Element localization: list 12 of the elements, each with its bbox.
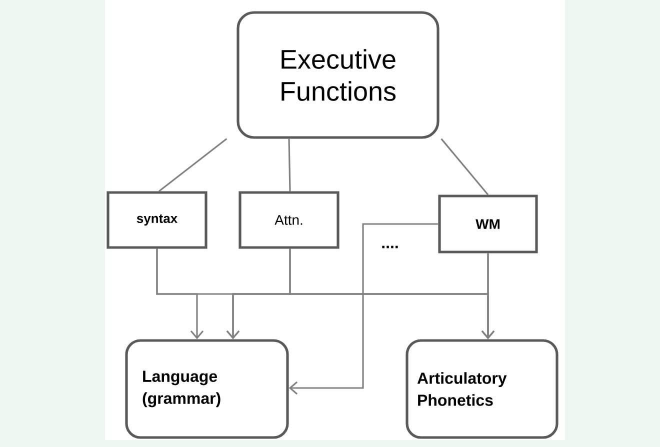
arrow	[481, 253, 495, 340]
ellipsis: ....	[382, 246, 398, 248]
connector-line	[158, 138, 228, 192]
box: syntax	[106, 191, 208, 249]
rounded-box: Language (grammar)	[125, 339, 289, 439]
rounded-box: Articulatory Phonetics	[406, 339, 558, 439]
arrow	[288, 223, 438, 395]
box: Attn.	[238, 191, 340, 249]
box: WM	[438, 194, 538, 254]
rounded-box: Executive Functions	[236, 11, 440, 139]
connector-line	[440, 138, 489, 196]
connector-line	[288, 138, 291, 192]
